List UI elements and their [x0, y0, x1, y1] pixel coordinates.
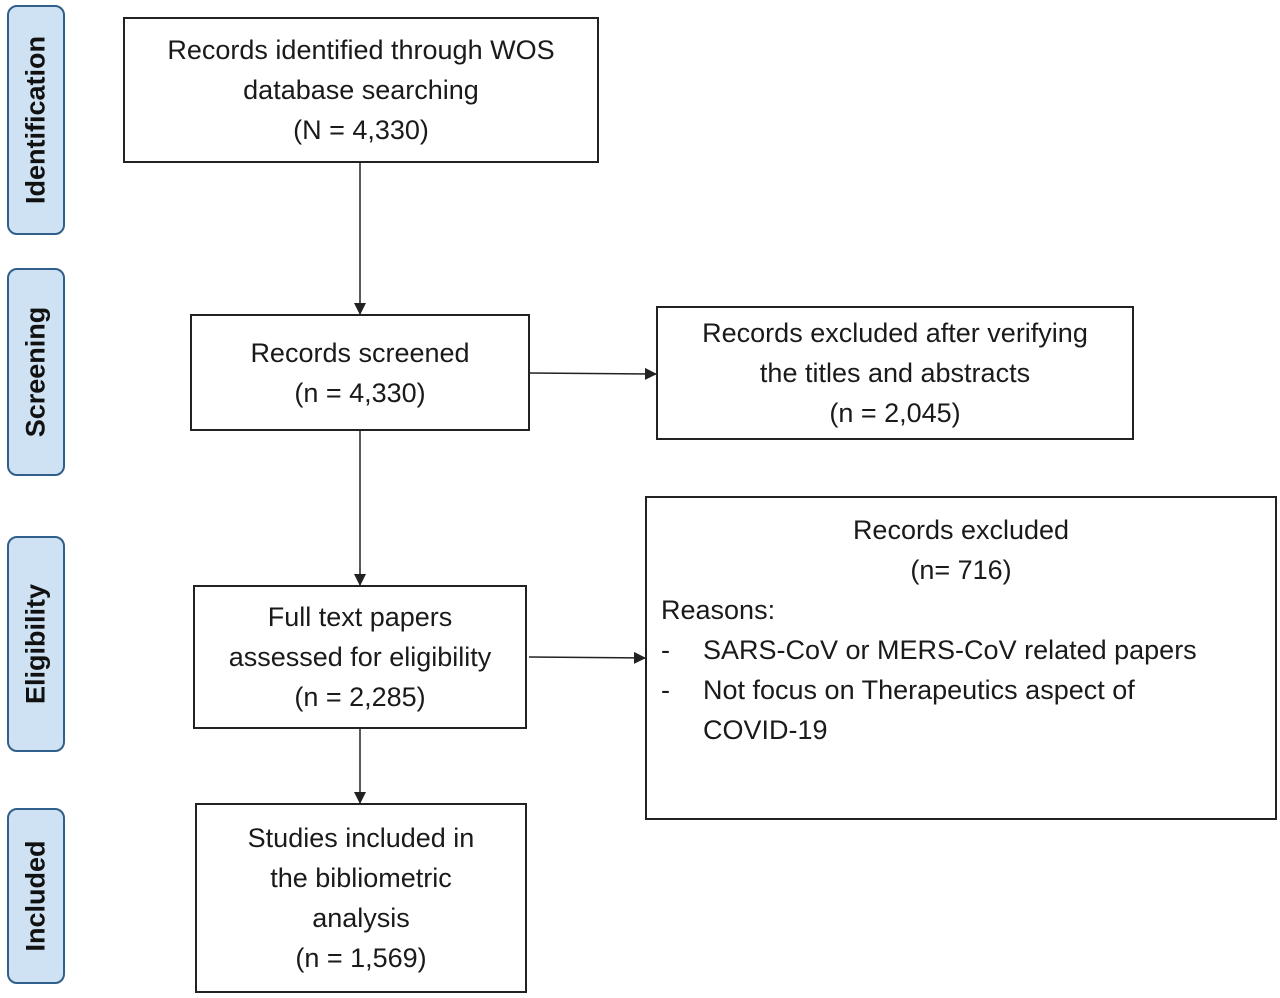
box-line: Studies included in — [247, 823, 475, 853]
arrow-screened-to-excluded — [528, 367, 657, 380]
box-line: (n = 1,569) — [295, 943, 427, 973]
box-line: analysis — [312, 903, 410, 933]
excluded-title: Records excluded — [852, 515, 1070, 545]
stage-screening: Screening — [7, 268, 65, 476]
studies-included-box: Studies included in the bibliometric ana… — [195, 803, 527, 993]
box-line: (N = 4,330) — [293, 115, 429, 145]
reason-text: SARS-CoV or MERS-CoV related papers — [703, 635, 1197, 665]
reason-dash: - — [661, 635, 670, 665]
box-line: Records excluded after verifying — [702, 318, 1088, 348]
reasons-label: Reasons: — [661, 595, 776, 625]
reason-item: - Not focus on Therapeutics aspect of CO… — [661, 670, 1261, 750]
excluded-count: (n= 716) — [910, 555, 1012, 585]
box-line: (n = 2,285) — [294, 682, 426, 712]
stage-included: Included — [7, 808, 65, 984]
records-excluded-fulltext-box: Records excluded (n= 716) Reasons: - SAR… — [645, 496, 1277, 820]
records-excluded-titles-box: Records excluded after verifying the tit… — [656, 306, 1134, 440]
box-line: assessed for eligibility — [228, 642, 492, 672]
reason-dash: - — [661, 675, 670, 705]
box-line: database searching — [243, 75, 479, 105]
stage-identification: Identification — [7, 5, 65, 235]
arrow-fulltext-to-excluded — [528, 651, 646, 664]
box-line: (n = 4,330) — [294, 377, 426, 408]
fulltext-assessed-box: Full text papers assessed for eligibilit… — [193, 585, 527, 729]
reason-item: - SARS-CoV or MERS-CoV related papers — [661, 630, 1261, 670]
records-screened-box: Records screened (n = 4,330) — [190, 314, 530, 431]
box-line: Records screened — [250, 337, 470, 368]
box-line: Records identified through WOS — [167, 35, 555, 65]
box-line: (n = 2,045) — [829, 398, 961, 428]
stage-eligibility: Eligibility — [7, 536, 65, 752]
records-identified-box: Records identified through WOS database … — [123, 17, 599, 163]
reason-text: Not focus on Therapeutics aspect of COVI… — [703, 675, 1135, 745]
box-line: Full text papers — [267, 602, 453, 632]
box-line: the titles and abstracts — [759, 358, 1031, 388]
box-line: the bibliometric — [270, 863, 452, 893]
